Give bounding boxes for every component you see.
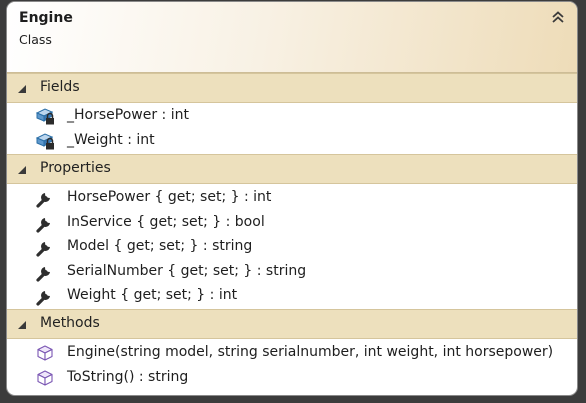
method-label: ToString() : string: [67, 369, 189, 385]
field-label: _HorsePower : int: [67, 107, 189, 123]
private-field-icon: [35, 131, 55, 151]
collapse-triangle-icon[interactable]: [18, 321, 26, 329]
section-label: Fields: [40, 79, 80, 95]
property-label: HorsePower { get; set; } : int: [67, 189, 272, 205]
section-properties[interactable]: Properties: [7, 154, 577, 184]
method-item[interactable]: Engine(string model, string serialnumber…: [7, 341, 577, 365]
property-label: Weight { get; set; } : int: [67, 287, 238, 303]
method-cube-icon: [35, 368, 55, 388]
property-item[interactable]: HorsePower { get; set; } : int: [7, 186, 577, 210]
method-label: Engine(string model, string serialnumber…: [67, 344, 554, 360]
collapse-triangle-icon[interactable]: [18, 85, 26, 93]
class-header[interactable]: Engine Class: [7, 2, 577, 73]
double-chevron-up-icon[interactable]: [547, 7, 569, 27]
field-item[interactable]: _HorsePower : int: [7, 104, 577, 128]
wrench-icon: [35, 237, 55, 257]
property-item[interactable]: Weight { get; set; } : int: [7, 284, 577, 308]
field-label: _Weight : int: [67, 132, 155, 148]
wrench-icon: [35, 262, 55, 282]
property-label: Model { get; set; } : string: [67, 238, 253, 254]
section-label: Methods: [40, 315, 100, 331]
section-methods[interactable]: Methods: [7, 309, 577, 339]
property-label: SerialNumber { get; set; } : string: [67, 263, 307, 279]
property-item[interactable]: Model { get; set; } : string: [7, 235, 577, 259]
wrench-icon: [35, 213, 55, 233]
section-fields[interactable]: Fields: [7, 73, 577, 103]
method-cube-icon: [35, 343, 55, 363]
class-kind: Class: [19, 32, 52, 47]
property-item[interactable]: SerialNumber { get; set; } : string: [7, 260, 577, 284]
property-label: InService { get; set; } : bool: [67, 214, 265, 230]
wrench-icon: [35, 188, 55, 208]
class-shape[interactable]: Engine Class Fields _HorsePower : int _W…: [6, 1, 578, 396]
method-item[interactable]: ToString() : string: [7, 366, 577, 390]
collapse-triangle-icon[interactable]: [18, 166, 26, 174]
section-label: Properties: [40, 160, 111, 176]
field-item[interactable]: _Weight : int: [7, 129, 577, 153]
class-name: Engine: [19, 10, 73, 26]
private-field-icon: [35, 106, 55, 126]
wrench-icon: [35, 286, 55, 306]
property-item[interactable]: InService { get; set; } : bool: [7, 211, 577, 235]
